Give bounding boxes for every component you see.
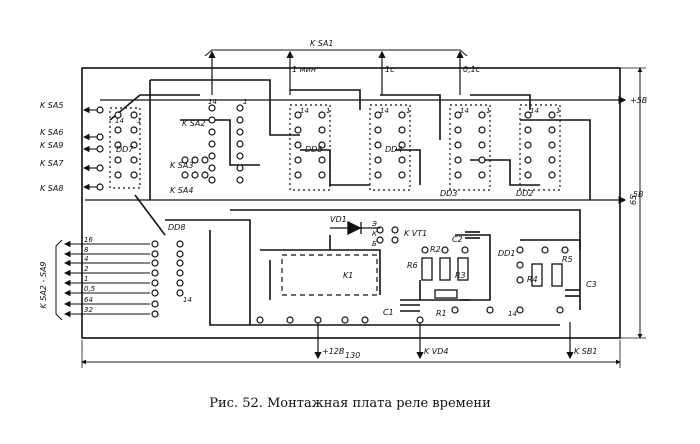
pin-k-label: К <box>372 230 378 238</box>
bus-value-32: 32 <box>84 306 93 314</box>
solder-pads <box>96 104 569 324</box>
label-dd2: DD2 <box>516 189 533 198</box>
dd6-pin1: 1 <box>243 98 247 106</box>
chip-dd4 <box>369 104 411 191</box>
pin-e-label: Э <box>371 220 377 228</box>
dd6-pin14: 14 <box>208 98 217 106</box>
label-r4: R4 <box>527 275 538 284</box>
dim-height: 65 <box>629 195 638 205</box>
pcb-traces <box>109 79 591 326</box>
dd3-pin14: 14 <box>460 107 469 115</box>
dd3-pin1: 1 <box>486 107 490 115</box>
top-terminal-01s: 0,1с <box>463 65 481 74</box>
dd2-pin1: 1 <box>556 107 560 115</box>
dd8-pin14: 14 <box>183 296 192 304</box>
power-rails <box>85 96 627 204</box>
label-dd8: DD8 <box>168 223 185 232</box>
bus-value-16: 16 <box>84 236 93 244</box>
bottom-terminal-ksb1: K SB1 <box>574 347 597 356</box>
dd1-pin14: 14 <box>508 310 517 318</box>
dd5-pin14: 14 <box>300 107 309 115</box>
dim-width: 130 <box>345 351 360 360</box>
relay-k1 <box>281 254 378 296</box>
label-kvt1: K VT1 <box>404 229 427 238</box>
label-dd1: DD1 <box>498 249 515 258</box>
bus-value-8: 8 <box>84 246 89 254</box>
left-bus-lines <box>63 240 150 318</box>
capacitors <box>400 231 580 312</box>
label-r2: R2 <box>430 245 441 254</box>
chip-dd3 <box>449 104 491 191</box>
label-ksa4: K SA4 <box>170 186 193 195</box>
left-terminal-ksa6: K SA6 <box>40 128 63 137</box>
bus-value-2: 2 <box>84 265 89 273</box>
label-dd4: DD4 <box>385 145 402 154</box>
label-vd1: VD1 <box>330 215 347 224</box>
board-outline <box>81 67 621 339</box>
figure-caption: Рис. 52. Монтажная плата реле времени <box>209 396 491 411</box>
bus-value-05: 0,5 <box>84 285 96 293</box>
left-bus-bracket <box>55 239 63 321</box>
dd4-pin14: 14 <box>380 107 389 115</box>
bus-value-4: 4 <box>84 255 88 263</box>
label-r1: R1 <box>436 309 447 318</box>
chip-dd5 <box>289 104 331 191</box>
label-dd3: DD3 <box>440 189 457 198</box>
dd7-pin14: 14 <box>115 117 124 125</box>
label-dd7: DD7 <box>116 145 134 154</box>
dd2-pin14: 14 <box>530 107 539 115</box>
dd4-pin1: 1 <box>406 107 410 115</box>
pin-b-label: Б <box>372 240 377 248</box>
top-terminal-1min: 1 мин <box>292 65 316 74</box>
left-terminal-ksa9: K SA9 <box>40 141 63 150</box>
label-ksa3: K SA3 <box>170 161 193 170</box>
left-terminal-ksa7: K SA7 <box>40 159 64 168</box>
left-bus-label: K SA2 - SA9 <box>39 261 48 308</box>
top-bus-bracket <box>204 49 468 57</box>
diode-vd1 <box>330 220 380 236</box>
bottom-terminal-kvd4: K VD4 <box>424 347 449 356</box>
top-bus-label: K SA1 <box>310 39 333 48</box>
minus5v-label: -5В <box>630 190 643 199</box>
dd5-pin1: 1 <box>326 107 330 115</box>
left-terminal-ksa5: K SA5 <box>40 101 63 110</box>
label-dd5: DD5 <box>305 145 322 154</box>
top-terminals <box>208 50 464 95</box>
chip-dd2 <box>519 104 561 191</box>
label-k1: K1 <box>343 271 353 280</box>
label-c2: C2 <box>452 235 463 244</box>
bus-value-64: 64 <box>84 296 93 304</box>
bus-value-1: 1 <box>84 275 88 283</box>
label-r5: R5 <box>562 255 573 264</box>
left-terminal-ksa8: K SA8 <box>40 184 63 193</box>
dimension-lines <box>81 67 646 368</box>
plus5v-label: +5В <box>630 96 647 105</box>
chip-dd7 <box>109 107 141 189</box>
bottom-terminal-12v: +12В <box>322 347 344 356</box>
label-ksa2: K SA2 <box>182 119 205 128</box>
dd7-pin1: 1 <box>137 117 141 125</box>
label-r6: R6 <box>407 261 418 270</box>
top-terminal-1s: 1с <box>385 65 395 74</box>
label-r3: R3 <box>455 271 466 280</box>
label-c1: C1 <box>383 308 394 317</box>
bottom-terminals <box>314 322 574 360</box>
label-c3: C3 <box>586 280 597 289</box>
resistors <box>421 257 563 299</box>
